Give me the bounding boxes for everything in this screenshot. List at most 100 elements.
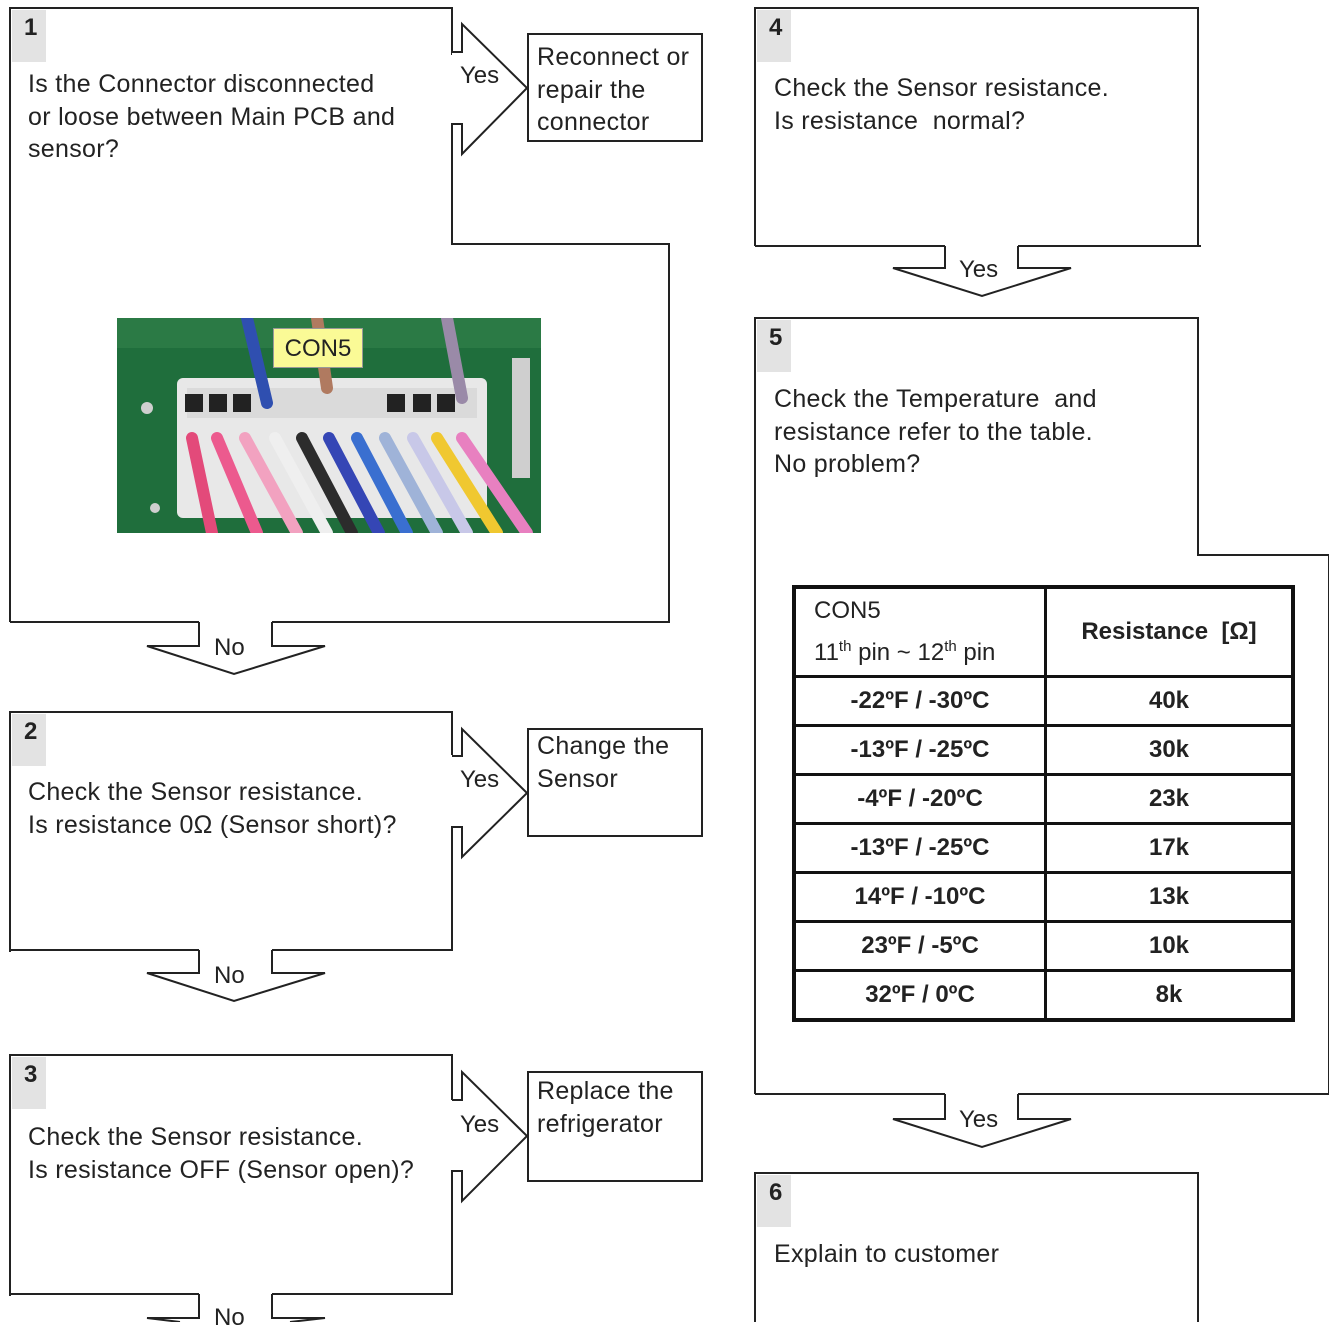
action-3-text: Replace the refrigerator: [537, 1075, 674, 1140]
resistance-table: CON5 11th pin ~ 12th pin Resistance [Ω] …: [792, 585, 1295, 1022]
step-3-number-text: 3: [24, 1061, 38, 1088]
action-2-line-2: Sensor: [537, 764, 619, 793]
step-3-number: 3: [12, 1057, 46, 1109]
step-4-line-2: Is resistance normal?: [774, 106, 1026, 135]
no-arrow-1: [146, 622, 326, 676]
step-5-box: [754, 317, 1329, 1095]
action-2-line-1: Change the: [537, 732, 670, 760]
action-1-line-2: repair the: [537, 75, 646, 104]
table-cell-temp: -13ºF / -25ºC: [792, 724, 1047, 776]
yes-label-2: Yes: [460, 766, 500, 793]
step-2-line-2: Is resistance 0Ω (Sensor short)?: [28, 810, 397, 839]
no-label-1: No: [214, 634, 245, 661]
table-cell-temp: 14ºF / -10ºC: [792, 871, 1047, 923]
table-header-pin-end: pin: [963, 639, 996, 666]
table-cell-temp: 23ºF / -5ºC: [792, 920, 1047, 972]
table-header-resistance: Resistance [Ω]: [1044, 585, 1295, 678]
step-6-line-1: Explain to customer: [774, 1240, 1000, 1268]
step-6-number-text: 6: [769, 1179, 783, 1206]
action-3-line-2: refrigerator: [537, 1109, 663, 1138]
step-4-question: Check the Sensor resistance. Is resistan…: [774, 72, 1109, 137]
action-1-box: [527, 33, 703, 142]
table-cell-resistance: 8k: [1044, 969, 1295, 1022]
yes-arrow-5: [892, 1094, 1072, 1149]
yes-label-5: Yes: [959, 1106, 999, 1133]
step-2-number: 2: [12, 714, 46, 766]
step-1-number: 1: [12, 10, 46, 62]
step-1-line-2: or loose between Main PCB and: [28, 102, 396, 131]
step-4-number-text: 4: [769, 14, 783, 41]
table-cell-resistance: 13k: [1044, 871, 1295, 923]
step-2-line-1: Check the Sensor resistance.: [28, 778, 363, 806]
table-cell-resistance: 23k: [1044, 773, 1295, 825]
step-5-number-text: 5: [769, 324, 783, 351]
no-arrow-3: [146, 1294, 326, 1322]
table-header-pin-a: 11: [814, 639, 839, 666]
action-2-box: [527, 728, 703, 837]
table-header-pin-a-sup: th: [838, 638, 852, 655]
action-1-line-1: Reconnect or: [537, 43, 690, 71]
action-1-line-3: connector: [537, 108, 650, 136]
step-5-question: Check the Temperature and resistance ref…: [774, 383, 1097, 481]
step-3-box: [9, 1054, 453, 1296]
table-cell-temp: 32ºF / 0ºC: [792, 969, 1047, 1022]
step-4-box: [754, 7, 1201, 247]
yes-arrow-1: [452, 21, 529, 157]
yes-arrow-4: [892, 246, 1072, 298]
table-header-row: CON5 11th pin ~ 12th pin Resistance [Ω]: [792, 585, 1295, 678]
table-header-pin-b-sup: th: [944, 638, 957, 655]
table-cell-resistance: 30k: [1044, 724, 1295, 776]
step-4-number: 4: [757, 10, 791, 62]
yes-arrow-3: [452, 1069, 529, 1204]
no-label-2: No: [214, 962, 245, 989]
step-6-number: 6: [757, 1175, 791, 1227]
table-cell-resistance: 10k: [1044, 920, 1295, 972]
no-arrow-2: [146, 950, 326, 1003]
yes-label-3: Yes: [460, 1111, 500, 1138]
action-2-text: Change the Sensor: [537, 730, 669, 795]
step-5-line-1: Check the Temperature and: [774, 385, 1097, 413]
table-cell-temp: -13ºF / -25ºC: [792, 822, 1047, 874]
step-1-line-3: sensor?: [28, 135, 120, 163]
step-1-question: Is the Connector disconnected or loose b…: [28, 68, 395, 166]
table-cell-resistance: 17k: [1044, 822, 1295, 874]
table-cell-temp: -4ºF / -20ºC: [792, 773, 1047, 825]
table-cell-resistance: 40k: [1044, 675, 1295, 727]
action-3-box: [527, 1071, 703, 1182]
yes-label-4: Yes: [959, 256, 999, 283]
action-3-line-1: Replace the: [537, 1077, 674, 1105]
table-header-con5: CON5: [814, 597, 881, 624]
step-1-box: [9, 7, 670, 623]
step-1-number-text: 1: [24, 14, 38, 41]
con5-photo-label: CON5: [273, 328, 363, 368]
step-5-line-3: No problem?: [774, 450, 921, 478]
action-1-text: Reconnect or repair the connector: [537, 41, 689, 139]
step-3-line-1: Check the Sensor resistance.: [28, 1123, 363, 1151]
step-2-question: Check the Sensor resistance. Is resistan…: [28, 776, 397, 841]
step-1-line-1: Is the Connector disconnected: [28, 70, 375, 98]
step-2-box: [9, 711, 453, 952]
step-3-line-2: Is resistance OFF (Sensor open)?: [28, 1155, 415, 1184]
step-6-text: Explain to customer: [774, 1238, 999, 1271]
yes-label-1: Yes: [460, 62, 500, 89]
step-5-number: 5: [757, 320, 791, 372]
step-4-line-1: Check the Sensor resistance.: [774, 74, 1109, 102]
step-5-line-2: resistance refer to the table.: [774, 417, 1093, 446]
table-header-pins: 11th pin ~ 12th pin: [814, 629, 1044, 671]
no-label-3: No: [214, 1304, 245, 1331]
table-cell-temp: -22ºF / -30ºC: [792, 675, 1047, 727]
step-3-question: Check the Sensor resistance. Is resistan…: [28, 1121, 414, 1186]
table-header-pin: CON5 11th pin ~ 12th pin: [792, 585, 1047, 678]
step-6-box: [754, 1172, 1199, 1322]
step-2-number-text: 2: [24, 718, 38, 745]
table-header-pin-mid: pin ~ 12: [858, 639, 945, 666]
yes-arrow-2: [452, 726, 529, 860]
